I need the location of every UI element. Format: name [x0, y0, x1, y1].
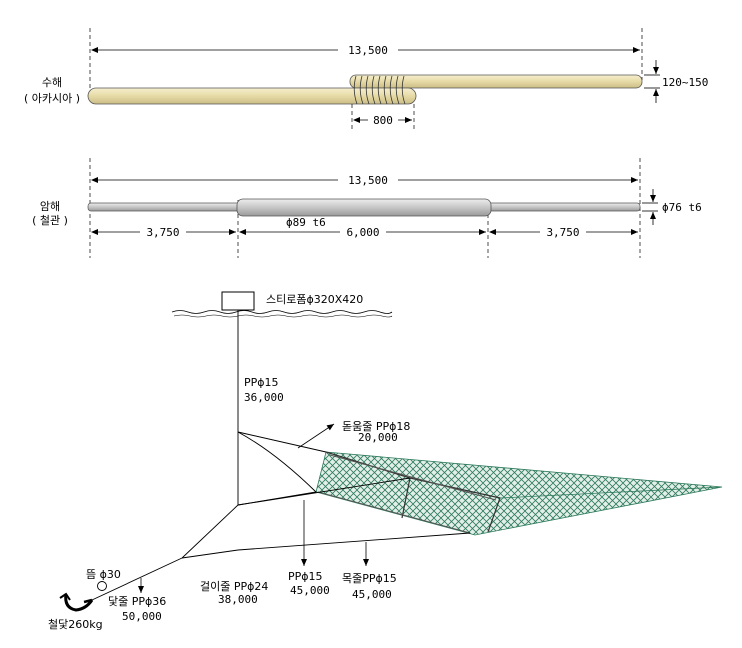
lashing-wraps	[353, 75, 406, 105]
middle-pipe-spec: ϕ89 t6	[286, 216, 326, 229]
hanging-rope-length: 38,000	[218, 593, 258, 606]
steel-pole-section: 13,500 ϕ89 t6 3,750 6,000 3,750 ϕ76 t6 암…	[32, 158, 702, 258]
anchor-rope-spec: 닻줄 PPϕ36	[108, 595, 166, 608]
middle-rope-spec: PPϕ15	[288, 570, 323, 583]
water-surface	[171, 310, 393, 314]
label-bg	[340, 225, 386, 239]
upper-bridle-rope	[237, 431, 317, 493]
label-bg	[338, 173, 398, 187]
anchor-rope	[91, 557, 183, 601]
float-label: 스티로폼ϕ320X420	[266, 293, 363, 306]
wooden-pole-upper	[349, 74, 643, 89]
net-pole-bottom	[317, 491, 471, 534]
label-bg	[540, 225, 586, 239]
top-rope-length: 20,000	[358, 431, 398, 444]
wooden-pole-material: ( 아카시아 )	[24, 92, 80, 105]
top-rope-pointer	[297, 423, 335, 449]
diameter-label: 120~150	[662, 76, 708, 89]
bridle-link	[237, 491, 317, 506]
buoy-label: 뜸 ϕ30	[86, 568, 121, 581]
label-bg	[140, 225, 186, 239]
lower-bridle-rope	[237, 532, 471, 551]
hanging-rope-spec: 걸이줄 PPϕ24	[200, 580, 268, 593]
overall-length-label: 13,500	[348, 44, 388, 57]
top-rope-spec: 돋움줄 PPϕ18	[342, 420, 410, 433]
hanging-rope-upper	[181, 504, 239, 559]
left-segment-label: 3,750	[146, 226, 179, 239]
steel-pipe-right	[485, 202, 641, 212]
anchor-label: 철닻260kg	[48, 618, 103, 631]
overlap-length-label: 800	[373, 114, 393, 127]
overall-length-label: 13,500	[348, 174, 388, 187]
middle-segment-label: 6,000	[346, 226, 379, 239]
buoy	[97, 581, 107, 591]
styrofoam-float	[221, 291, 255, 311]
wooden-pole-name: 수해	[42, 75, 62, 89]
net-cod-line	[499, 486, 723, 499]
hanging-rope-lower	[181, 549, 239, 559]
label-bg	[338, 43, 398, 57]
anchor-rope-length: 50,000	[122, 610, 162, 623]
net-rig-section: 스티로폼ϕ320X420 PPϕ15 36,000 돋움줄 PPϕ18 20,0…	[48, 291, 723, 631]
vertical-rope-length: 36,000	[244, 391, 284, 404]
top-bridle-rope	[237, 431, 327, 453]
middle-rope-length: 45,000	[290, 584, 330, 597]
steel-pipe-left	[87, 202, 241, 212]
steel-pole-material: ( 철관 )	[32, 214, 68, 227]
neck-rope-length: 45,000	[352, 588, 392, 601]
net-pole-top	[329, 454, 497, 501]
net-body	[315, 451, 723, 536]
steel-pole-name: 암해	[40, 199, 60, 213]
water-surface-secondary	[173, 314, 393, 318]
end-pipe-spec: ϕ76 t6	[662, 201, 702, 214]
neck-rope-spec: 목줄PPϕ15	[342, 572, 397, 585]
right-segment-label: 3,750	[546, 226, 579, 239]
steel-pipe-middle	[236, 198, 492, 217]
anchor-icon	[59, 592, 94, 612]
vertical-rope-spec: PPϕ15	[244, 376, 279, 389]
wooden-pole-section: 13,500 800 120~150 수해 ( 아카시아 )	[24, 28, 708, 130]
label-bg	[368, 113, 398, 127]
wooden-pole-lower	[87, 87, 417, 105]
